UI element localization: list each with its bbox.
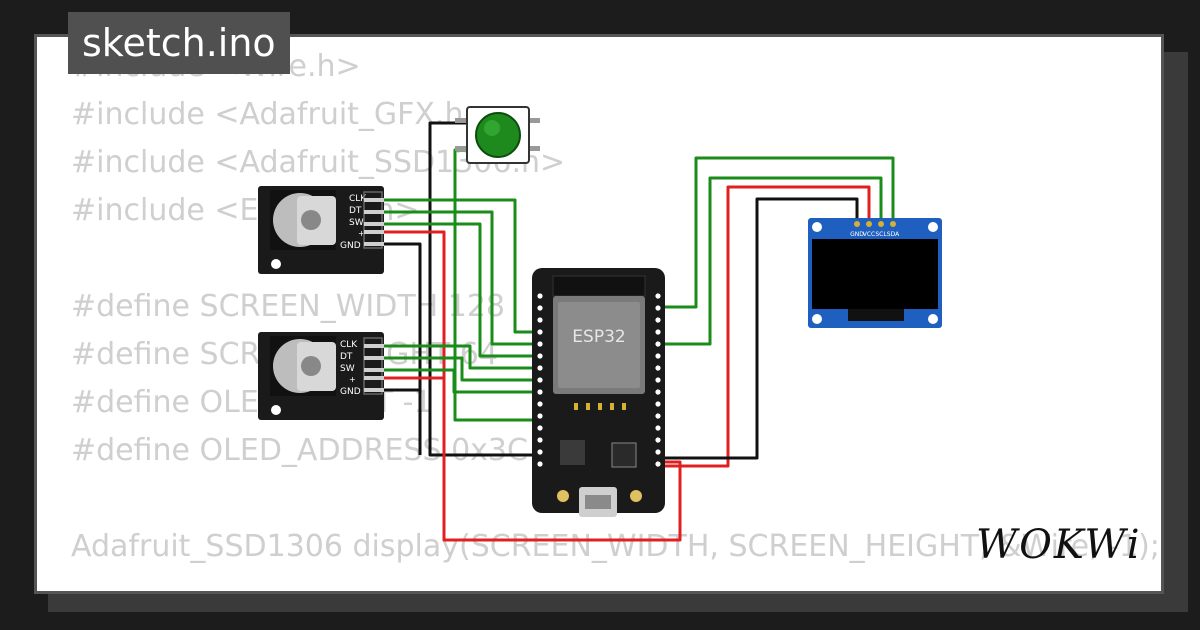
- wire-green[interactable]: [665, 176, 883, 346]
- esp32-left-pins: [537, 293, 543, 467]
- code-line: #define OLED_ADDRESS 0x3C: [71, 433, 528, 468]
- rotary-encoder-2[interactable]: CLK DT SW + GND: [258, 332, 384, 420]
- code-line: #include <Adafruit_GFX.h>: [71, 97, 489, 132]
- code-line: Adafruit_SSD1306 display(SCREEN_WIDTH, S…: [71, 529, 1160, 564]
- wire-red[interactable]: [383, 230, 682, 542]
- wire-black[interactable]: [665, 197, 859, 460]
- encoder-pin-label: SW: [340, 364, 355, 374]
- oled-display[interactable]: GND VCC SCL SDA: [808, 218, 942, 328]
- rotary-encoder-1[interactable]: CLK DT SW + GND: [258, 186, 384, 274]
- wire-green[interactable]: [665, 156, 895, 309]
- oled-pin-label: SDA: [887, 231, 900, 238]
- wire-green[interactable]: [383, 344, 537, 370]
- oled-pin-label: SCL: [875, 231, 887, 238]
- wokwi-logo: WOKWi: [976, 522, 1142, 568]
- wire-red[interactable]: [665, 185, 871, 468]
- encoder-pin-label: DT: [340, 352, 353, 362]
- en-button[interactable]: [630, 490, 642, 502]
- oled-pin-label: GND: [850, 231, 864, 238]
- encoder-pin-label: GND: [340, 387, 361, 397]
- wire-green[interactable]: [383, 210, 537, 346]
- wire-black[interactable]: [383, 242, 422, 455]
- wire-green[interactable]: [383, 356, 537, 382]
- encoder-pin-label: SW: [349, 218, 364, 228]
- encoder-pin-label: DT: [349, 206, 362, 216]
- oled-pin-label: VCC: [863, 231, 875, 238]
- pushbutton[interactable]: [455, 106, 540, 164]
- wire-black[interactable]: [428, 121, 537, 457]
- code-line: #define SCREEN_WIDTH 128: [71, 289, 506, 324]
- file-tab[interactable]: sketch.ino: [68, 12, 290, 74]
- encoder-pin-label: CLK: [340, 340, 358, 350]
- boot-button[interactable]: [557, 490, 569, 502]
- esp32-board[interactable]: ESP32: [532, 268, 665, 517]
- wire-green[interactable]: [383, 198, 537, 334]
- encoder-pin-label: CLK: [349, 194, 367, 204]
- esp32-label: ESP32: [572, 327, 625, 347]
- wire-green[interactable]: [383, 368, 537, 394]
- wire-green[interactable]: [383, 222, 537, 358]
- pushbutton-icon[interactable]: [475, 112, 521, 158]
- encoder-pin-label: +: [358, 229, 365, 238]
- encoder-pin-label: GND: [340, 241, 361, 251]
- encoder-pin-label: +: [349, 375, 356, 384]
- esp32-right-pins: [655, 293, 661, 467]
